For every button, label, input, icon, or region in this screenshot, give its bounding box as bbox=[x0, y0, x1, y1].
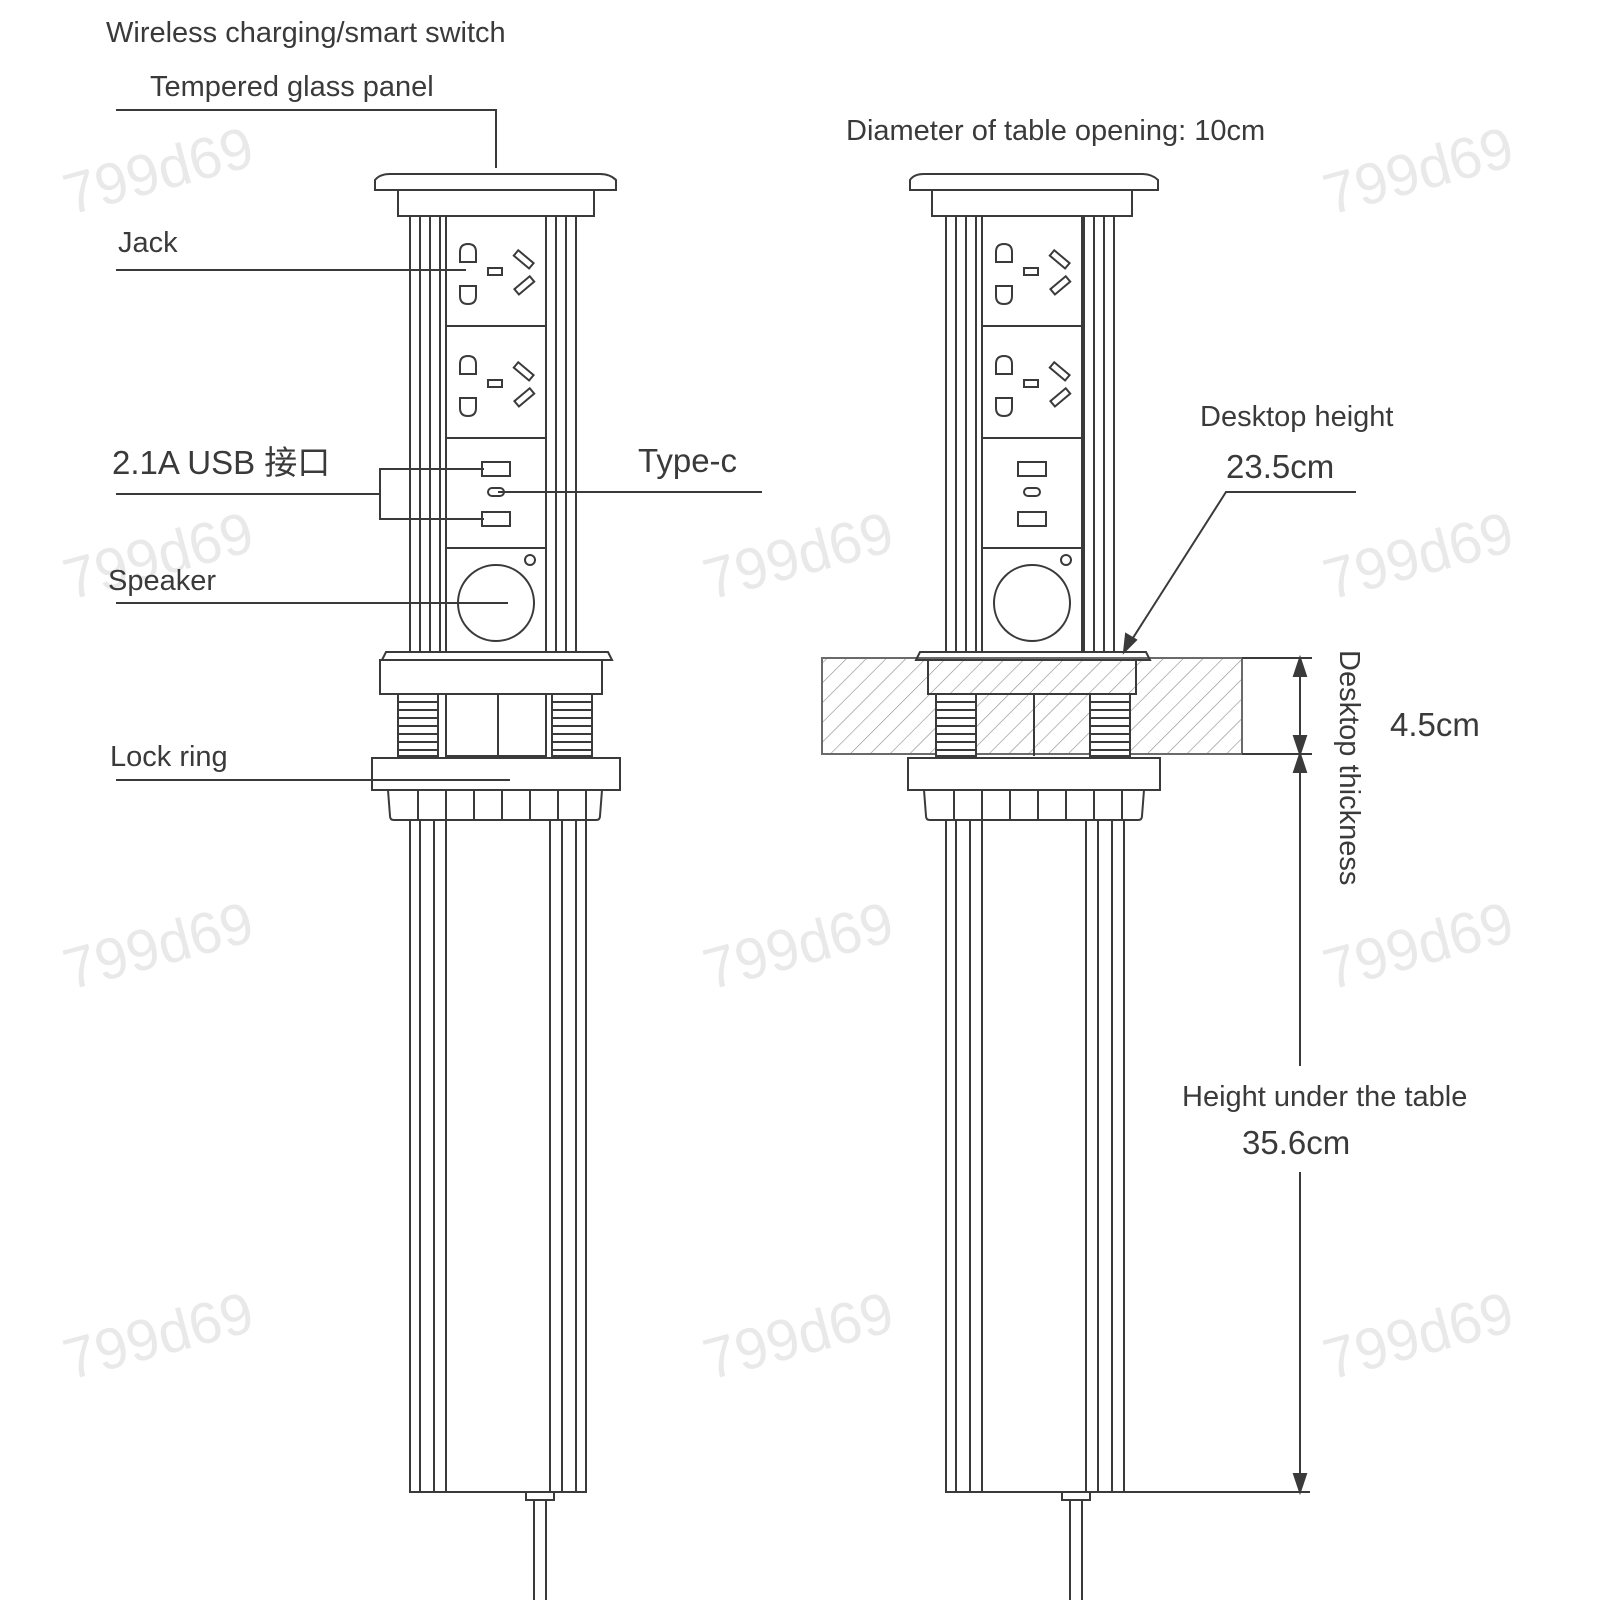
usb-typec-ports-icon bbox=[1017, 461, 1047, 527]
lock-ring bbox=[371, 757, 621, 791]
flange-collar bbox=[379, 659, 603, 695]
desktop-height-value: 23.5cm bbox=[1226, 448, 1334, 485]
right-socket-lower bbox=[907, 651, 1161, 1600]
upper-profile-rails bbox=[409, 216, 577, 652]
flange-collar bbox=[927, 659, 1137, 695]
lower-tube bbox=[409, 819, 587, 1493]
lower-tube bbox=[945, 819, 1125, 1493]
cap-collar bbox=[397, 189, 595, 217]
thread-section bbox=[935, 693, 1131, 757]
opening-diameter-label: Diameter of table opening: 10cm bbox=[846, 115, 1265, 147]
speaker-icon bbox=[993, 554, 1072, 642]
watermark-text: 799d69 bbox=[1317, 500, 1521, 613]
upper-profile-rails bbox=[945, 216, 1115, 652]
glass-panel-cap bbox=[909, 173, 1159, 191]
desk-section bbox=[821, 657, 1243, 755]
under-table-title: Height under the table bbox=[1182, 1081, 1467, 1113]
watermark-text: 799d69 bbox=[1317, 890, 1521, 1003]
dimension-lines bbox=[1122, 491, 1356, 1496]
usb-typec-ports-icon bbox=[481, 461, 511, 527]
tempered-glass-label: Tempered glass panel bbox=[150, 71, 434, 103]
desk-board bbox=[821, 657, 1243, 755]
thickness-title: Desktop thickness bbox=[1333, 650, 1365, 885]
watermark-text: 799d69 bbox=[57, 115, 261, 228]
lower-tube-rails bbox=[955, 820, 1113, 1492]
right-socket-unit bbox=[909, 173, 1159, 653]
outlet-2-icon bbox=[995, 354, 1072, 418]
watermark-text: 799d69 bbox=[697, 890, 901, 1003]
left-socket-unit bbox=[371, 173, 621, 1600]
watermark-text: 799d69 bbox=[697, 500, 901, 613]
glass-panel-cap bbox=[374, 173, 617, 191]
watermark-text: 799d69 bbox=[1317, 115, 1521, 228]
outlet-1-icon bbox=[995, 242, 1072, 306]
speaker-label: Speaker bbox=[108, 565, 216, 597]
lock-ring-teeth bbox=[922, 789, 1146, 821]
lock-ring-label: Lock ring bbox=[110, 741, 228, 773]
watermark-text: 799d69 bbox=[697, 1280, 901, 1393]
watermark-text: 799d69 bbox=[1317, 1280, 1521, 1393]
lower-tube-rails bbox=[419, 820, 577, 1492]
desktop-height-leader-line bbox=[1123, 491, 1356, 653]
jack-label: Jack bbox=[118, 227, 178, 259]
cable-grommet bbox=[1061, 1491, 1091, 1501]
typec-label: Type-c bbox=[638, 442, 737, 479]
watermark-text: 799d69 bbox=[57, 1280, 261, 1393]
glass-leader-line bbox=[116, 109, 497, 168]
outlet-1-icon bbox=[459, 242, 536, 306]
table-flange bbox=[380, 651, 614, 661]
thread-section bbox=[397, 693, 593, 757]
lock-ring-teeth bbox=[386, 789, 604, 821]
left-leader-lines bbox=[116, 109, 762, 781]
outlet-2-icon bbox=[459, 354, 536, 418]
desktop-height-arrowhead bbox=[1122, 632, 1138, 655]
under-table-value: 35.6cm bbox=[1242, 1124, 1350, 1161]
wireless-charging-label: Wireless charging/smart switch bbox=[106, 17, 506, 49]
desktop-height-title: Desktop height bbox=[1200, 401, 1393, 433]
thickness-value: 4.5cm bbox=[1390, 706, 1480, 743]
watermark-text: 799d69 bbox=[57, 890, 261, 1003]
usb-bracket bbox=[379, 468, 484, 520]
usb-label: 2.1A USB 接口 bbox=[112, 444, 330, 481]
speaker-icon bbox=[457, 554, 536, 642]
cable-grommet bbox=[525, 1491, 555, 1501]
cap-collar bbox=[931, 189, 1133, 217]
labels: Wireless charging/smart switch Tempered … bbox=[106, 17, 1480, 1161]
lock-ring bbox=[907, 757, 1161, 791]
